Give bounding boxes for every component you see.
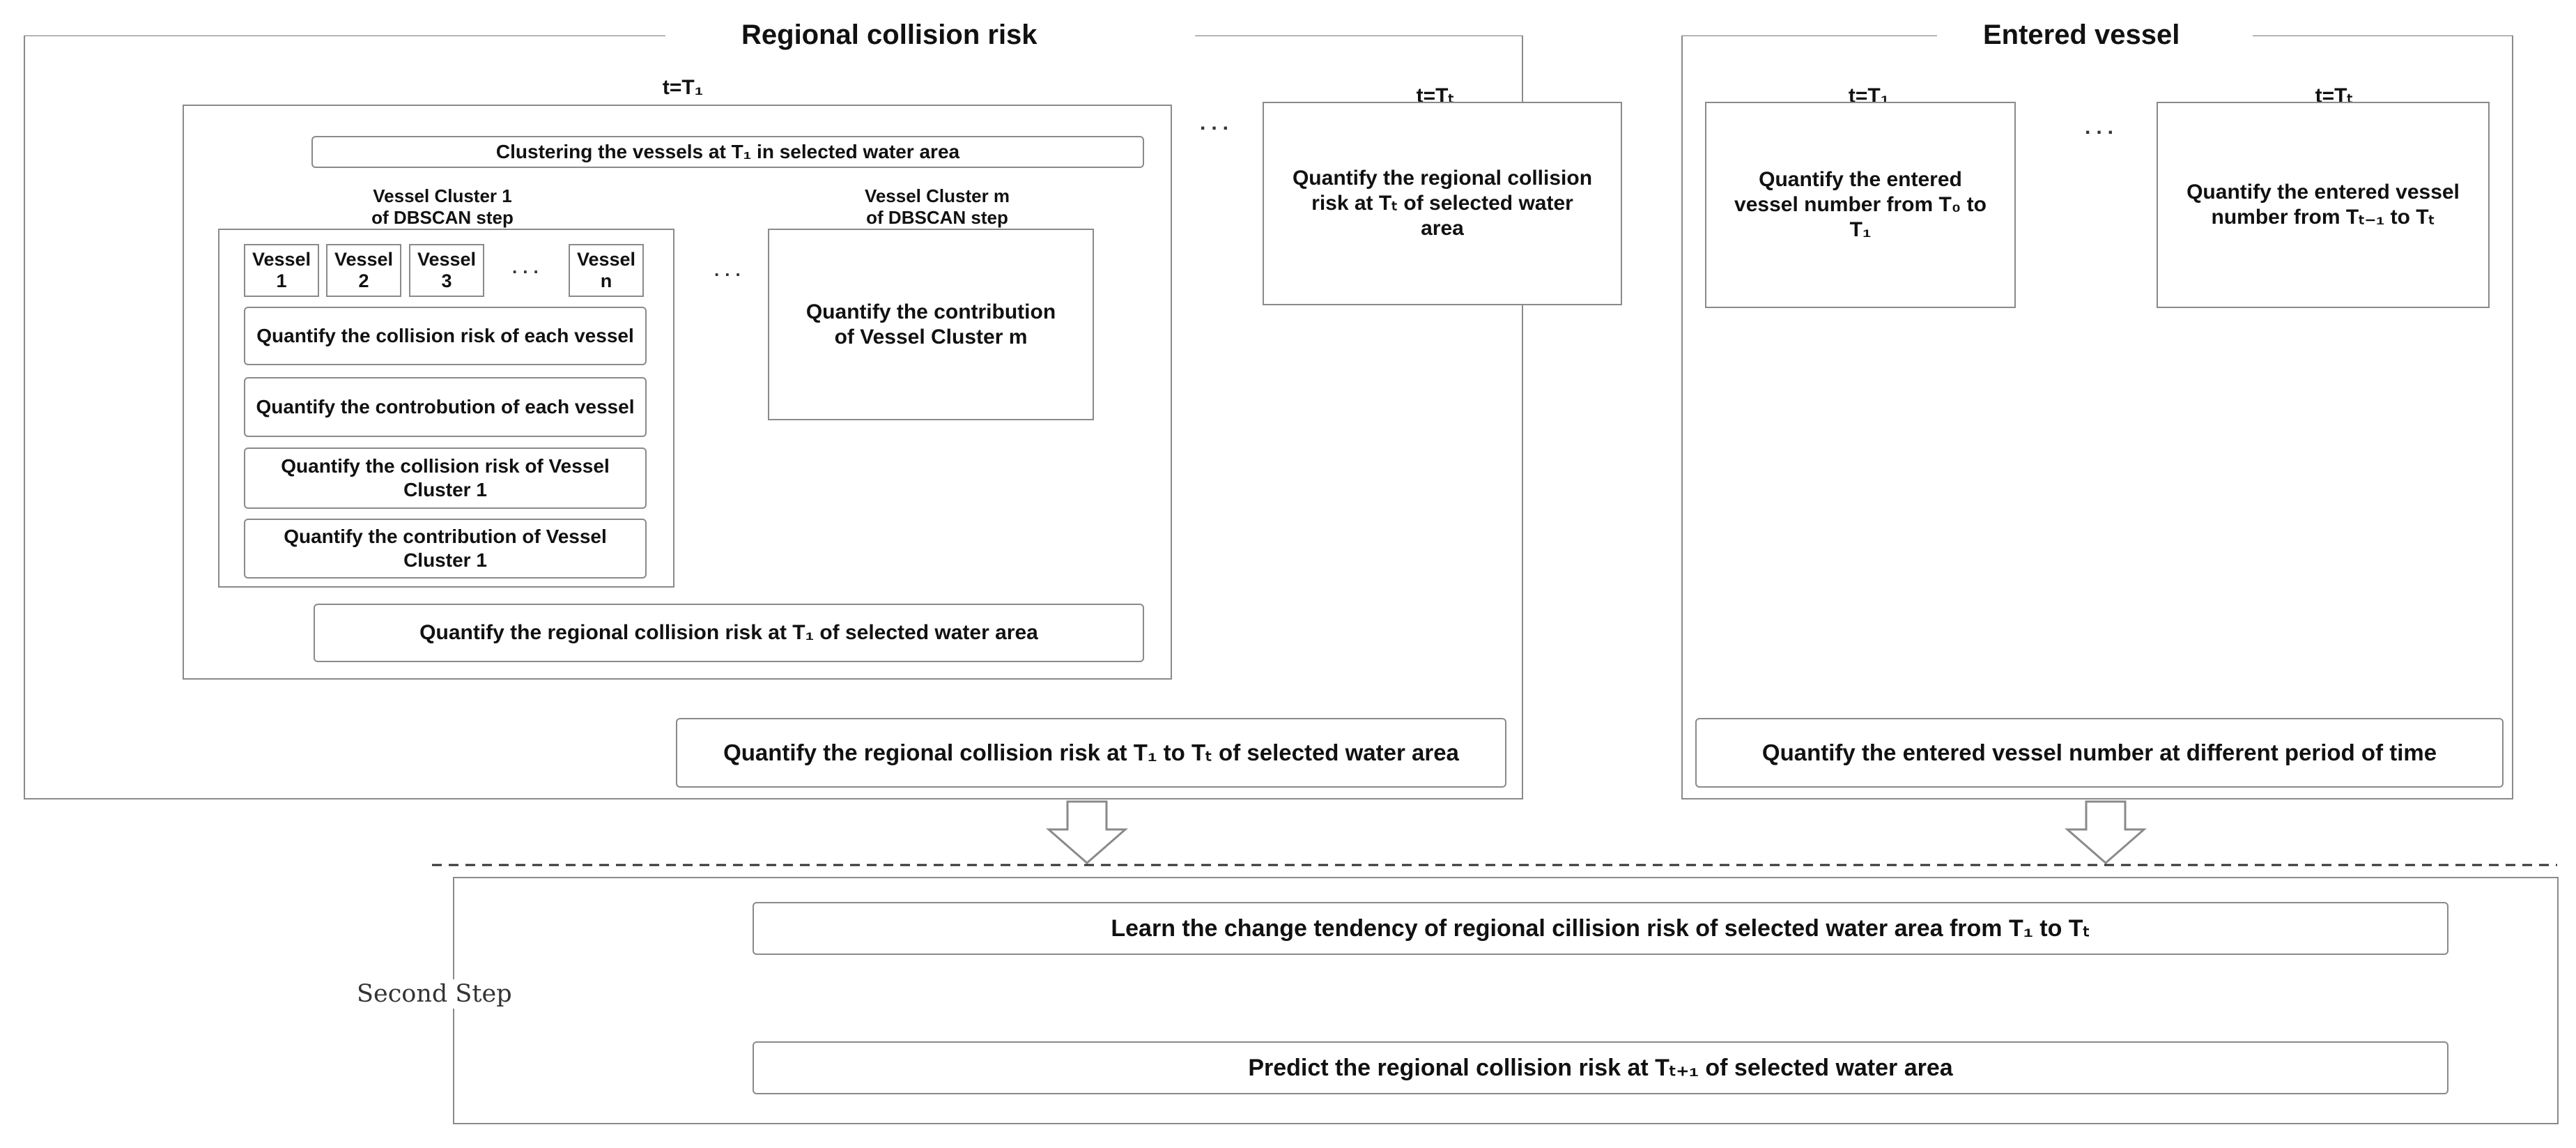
- predict-box: Predict the regional collision risk at T…: [753, 1041, 2448, 1094]
- vessel-ellipsis: ...: [512, 257, 544, 277]
- entered-result-box: Quantify the entered vessel number at di…: [1695, 718, 2504, 788]
- time-ellipsis: ...: [1200, 112, 1235, 135]
- step-contribution-each: Quantify the controbution of each vessel: [244, 377, 647, 437]
- entered-title: Entered vessel: [1966, 20, 2197, 51]
- entered-tt-box: Quantify the entered vessel number from …: [2157, 102, 2490, 308]
- arrow-icon: [2066, 800, 2145, 864]
- vessel-3-box: Vessel 3: [409, 244, 484, 297]
- cluster1-title: Vessel Cluster 1 of DBSCAN step: [371, 185, 514, 229]
- t1-result-box: Quantify the regional collision risk at …: [314, 604, 1144, 662]
- entered-ellipsis: ...: [2085, 116, 2120, 139]
- second-step-label: Second Step: [357, 979, 531, 1009]
- step-collision-each: Quantify the collision risk of each vess…: [244, 307, 647, 365]
- vessel-2-box: Vessel 2: [326, 244, 401, 297]
- clusterm-title: Vessel Cluster m of DBSCAN step: [864, 185, 1010, 229]
- clusterm-box: Quantify the contribution of Vessel Clus…: [768, 229, 1094, 420]
- vessel-n-box: Vessel n: [569, 244, 644, 297]
- cluster-ellipsis: ...: [714, 259, 746, 280]
- t1-label: t=T₁: [662, 76, 704, 99]
- tt-box: Quantify the regional collision risk at …: [1263, 102, 1622, 305]
- learn-box: Learn the change tendency of regional ci…: [753, 902, 2448, 955]
- arrow-icon: [1047, 800, 1127, 864]
- step-collision-cluster1: Quantify the collision risk of Vessel Cl…: [244, 447, 647, 509]
- step-contribution-cluster1: Quantify the contribution of Vessel Clus…: [244, 519, 647, 579]
- clustering-box: Clustering the vessels at T₁ in selected…: [311, 136, 1144, 168]
- vessel-1-box: Vessel 1: [244, 244, 319, 297]
- regional-title: Regional collision risk: [725, 20, 1054, 51]
- combined-result-box: Quantify the regional collision risk at …: [676, 718, 1506, 788]
- entered-t1-box: Quantify the entered vessel number from …: [1705, 102, 2016, 308]
